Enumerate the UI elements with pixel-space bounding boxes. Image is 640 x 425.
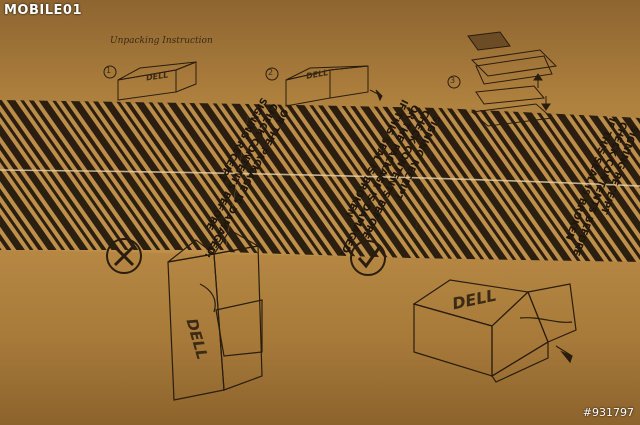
box-seam — [0, 169, 640, 187]
step-3-number: 3 — [450, 76, 456, 85]
cross-mark-icon — [106, 238, 142, 274]
step-1-illustration — [103, 61, 197, 101]
correct-unpacking-illustration — [412, 279, 577, 383]
tape-stripes-left — [0, 100, 250, 250]
post-id-watermark: #931797 — [582, 406, 634, 419]
check-mark-icon — [350, 240, 386, 276]
site-logo: MOBILE01 — [4, 3, 82, 18]
tape-stripes-center — [225, 104, 440, 258]
step-1-number: 1 — [106, 66, 112, 75]
step-2-number: 2 — [268, 68, 274, 77]
step-3-illustration — [447, 31, 558, 127]
tape-stripes-right — [410, 108, 640, 262]
step-2-illustration — [265, 65, 383, 107]
unpacking-title: Unpacking Instruction — [110, 36, 213, 46]
wrong-unpacking-illustration — [167, 229, 263, 401]
